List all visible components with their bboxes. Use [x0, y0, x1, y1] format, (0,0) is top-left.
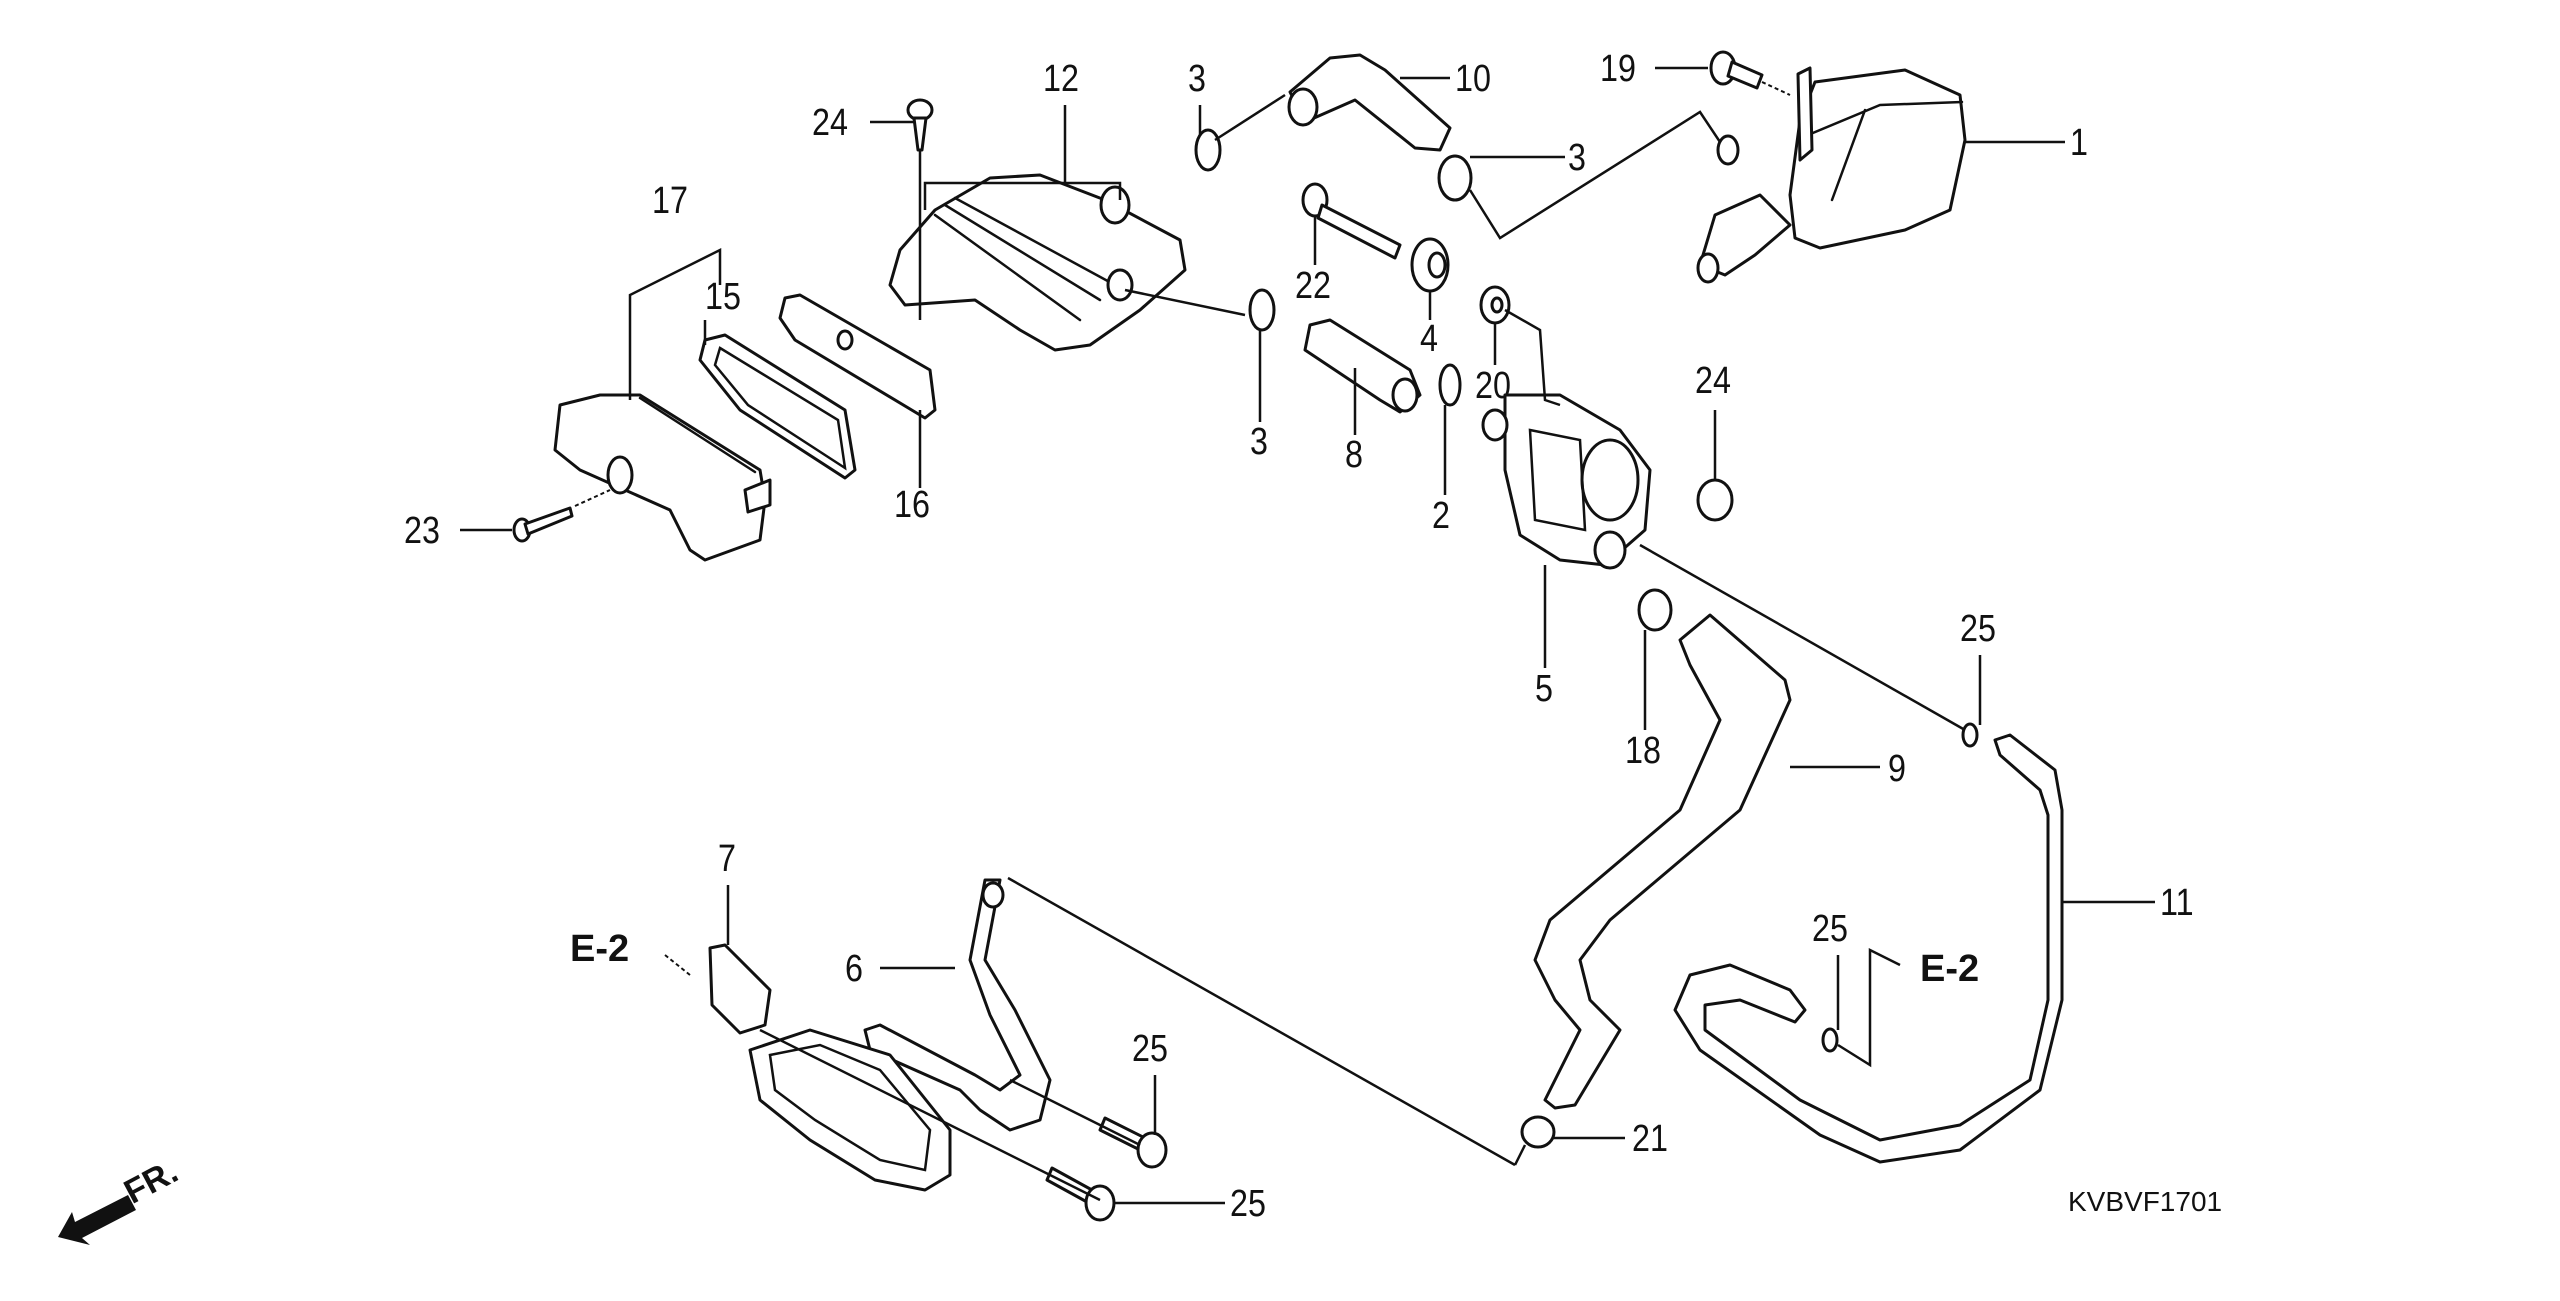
- part-24-clamp: [1821, 1027, 1839, 1053]
- callout-23: 24: [1695, 360, 1731, 402]
- part-16-clamp: [1637, 588, 1673, 632]
- part-8-hose: [1303, 318, 1422, 414]
- callout-22: 24: [812, 102, 848, 144]
- part-24-clamp: [1961, 722, 1979, 748]
- part-21-screw: [512, 489, 611, 543]
- callout-18: 20: [1475, 365, 1511, 407]
- part-3-clamp: [1437, 154, 1473, 202]
- part-3-clamp: [1248, 288, 1276, 332]
- callout-25: 25: [1132, 1028, 1168, 1070]
- assembly-line: [1639, 543, 1966, 732]
- part-12-reed-valve-cover: [888, 173, 1187, 352]
- assembly-line: [1124, 288, 1246, 317]
- callout-20: 22: [1295, 265, 1331, 307]
- assembly-line: [759, 1028, 1101, 1202]
- callout-21: 23: [404, 510, 440, 552]
- callout-2: 2: [1432, 495, 1450, 537]
- callout-19: 21: [1632, 1118, 1668, 1160]
- callout-5: 5: [1535, 668, 1553, 710]
- part-11-hose: [1673, 733, 2064, 1164]
- part-15-cover: [553, 393, 772, 562]
- callout-24: 25: [1812, 908, 1848, 950]
- callout-7: 7: [718, 838, 736, 880]
- assembly-line: [1007, 876, 1516, 1167]
- callout-6: 6: [845, 948, 863, 990]
- callout-13: 15: [705, 276, 741, 318]
- assembly-line: [1214, 93, 1286, 142]
- callout-25: 25: [1230, 1183, 1266, 1225]
- callout-15: 17: [652, 180, 688, 222]
- callout-8: 8: [1345, 434, 1363, 476]
- part-3-clamp: [1194, 128, 1222, 172]
- part-10-hose: [1287, 53, 1452, 152]
- part-5-valve: [1481, 393, 1652, 570]
- part-14-plate: [778, 293, 937, 420]
- callout-9: 9: [1888, 748, 1906, 790]
- callout-3: 3: [1188, 58, 1206, 100]
- callout-3: 3: [1250, 421, 1268, 463]
- assembly-line: [664, 954, 691, 976]
- part-2-clamp: [1438, 363, 1462, 407]
- callout-14: 16: [894, 484, 930, 526]
- part-4-grommet: [1410, 237, 1450, 293]
- callout-3: 3: [1568, 137, 1586, 179]
- assembly-line: [1837, 947, 1901, 1068]
- part-6-pipe: [748, 878, 1052, 1192]
- leader-15: [628, 247, 722, 400]
- part-7-plate: [708, 943, 772, 1035]
- callout-17: 19: [1600, 48, 1636, 90]
- part-25-bolt: [1045, 1166, 1116, 1222]
- callout-11: 11: [2160, 882, 2194, 924]
- part-17-bolt: [1709, 50, 1791, 96]
- part-1-valve-body: [1696, 66, 1967, 284]
- assembly-line: [1504, 308, 1561, 407]
- assembly-line: [1513, 1144, 1527, 1166]
- part-18-collar: [1479, 285, 1511, 325]
- part-22-screw: [906, 98, 934, 320]
- front-arrow-icon: [58, 1195, 136, 1245]
- part-9-hose: [1533, 613, 1792, 1110]
- callout-12: 12: [1043, 58, 1079, 100]
- diagram-code: KVBVF1701: [2068, 1186, 2223, 1217]
- callout-24: 25: [1960, 608, 1996, 650]
- part-20-bolt: [1301, 182, 1402, 260]
- part-19-clamp: [1520, 1115, 1556, 1149]
- assembly-line: [1468, 110, 1722, 240]
- callout-10: 10: [1455, 58, 1491, 100]
- callout-4: 4: [1420, 318, 1438, 360]
- part-23-nut: [1696, 478, 1734, 522]
- part-13-gasket: [698, 333, 857, 480]
- reference-e2-right: E-2: [1920, 948, 1980, 990]
- callout-1: 1: [2070, 122, 2088, 164]
- callout-16: 18: [1625, 730, 1661, 772]
- assembly-line: [1009, 1078, 1141, 1147]
- reference-e2-left: E-2: [570, 928, 630, 970]
